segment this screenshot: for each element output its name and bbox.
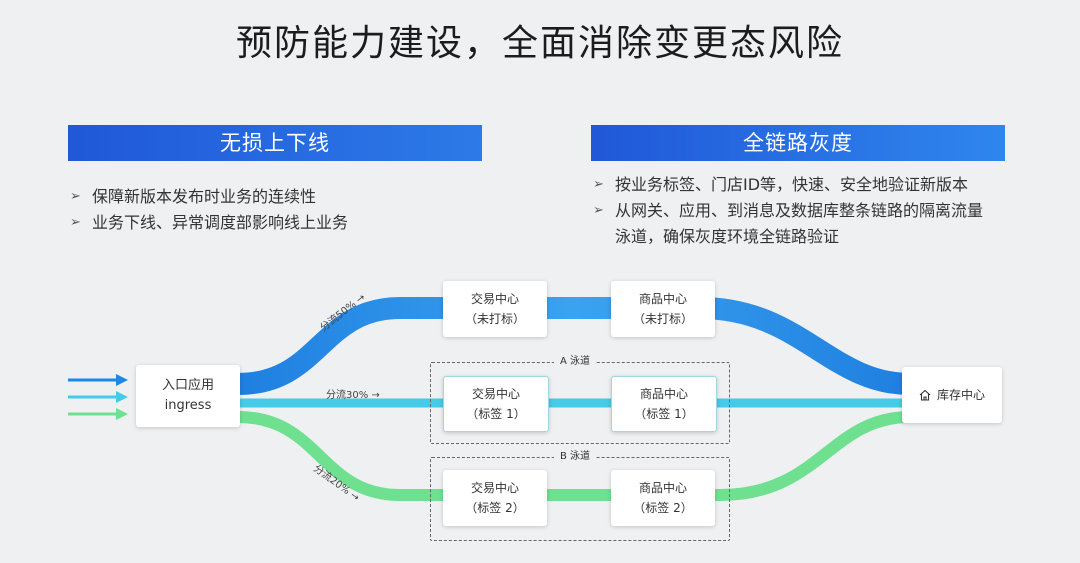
inventory-center-label: 库存中心 (936, 388, 985, 402)
bullet-arrow-icon: ➢ (70, 189, 81, 204)
trade-center-tag2-node[interactable]: 交易中心 （标签 2） (443, 470, 547, 526)
inventory-center-node[interactable]: 库存中心 (902, 367, 1002, 423)
node-title: 交易中心 (471, 387, 520, 401)
ingress-node-title: 入口应用 (161, 378, 214, 393)
node-tag: （未打标） (632, 312, 693, 326)
goods-center-tag1-node[interactable]: 商品中心 （标签 1） (611, 376, 717, 432)
list-item: ➢ 保障新版本发布时业务的连续性 (70, 184, 490, 210)
bullet-text: 从网关、应用、到消息及数据库整条链路的隔离流量 (615, 201, 984, 220)
list-item: ➢ 从网关、应用、到消息及数据库整条链路的隔离流量 泳道，确保灰度环境全链路验证 (593, 198, 1033, 250)
goods-center-tag2-node[interactable]: 商品中心 （标签 2） (611, 470, 715, 526)
page-title: 预防能力建设，全面消除变更态风险 (235, 23, 844, 64)
arrowhead-icon (116, 408, 128, 420)
banner-full-link-gray: 全链路灰度 (591, 125, 1005, 161)
lane-b-label: B 泳道 (554, 451, 597, 463)
split-label-middle: 分流30% → (326, 390, 380, 401)
bullet-text: 按业务标签、门店ID等，快速、安全地验证新版本 (615, 175, 969, 194)
bullet-text: 保障新版本发布时业务的连续性 (92, 187, 317, 206)
arrowhead-icon (116, 391, 128, 403)
bullet-arrow-icon: ➢ (70, 215, 81, 230)
arrowhead-icon (116, 374, 128, 386)
node-tag: （未打标） (464, 312, 525, 326)
trade-center-untagged-node[interactable]: 交易中心 （未打标） (443, 281, 547, 337)
node-title: 商品中心 (638, 481, 687, 495)
bullet-arrow-icon: ➢ (593, 203, 604, 218)
ingress-node[interactable]: 入口应用 ingress (136, 365, 240, 427)
node-tag: （标签 1） (466, 407, 526, 421)
right-bullet-list: ➢ 按业务标签、门店ID等，快速、安全地验证新版本 ➢ 从网关、应用、到消息及数… (593, 172, 1033, 250)
node-title: 交易中心 (470, 292, 519, 306)
lane-a-label: A 泳道 (554, 356, 597, 368)
goods-center-untagged-node[interactable]: 商品中心 （未打标） (611, 281, 715, 337)
node-title: 商品中心 (638, 292, 687, 306)
node-tag: （标签 1） (634, 407, 694, 421)
banner-lossless-online-offline: 无损上下线 (68, 125, 482, 161)
list-item: ➢ 按业务标签、门店ID等，快速、安全地验证新版本 (593, 172, 1033, 198)
route-bottom-green (237, 411, 911, 501)
node-tag: （标签 2） (633, 501, 693, 515)
house-icon (919, 389, 931, 401)
ingress-node-subtitle: ingress (164, 398, 212, 413)
bullet-text: 业务下线、异常调度部影响线上业务 (92, 213, 349, 232)
incoming-arrows (68, 374, 128, 420)
left-bullet-list: ➢ 保障新版本发布时业务的连续性 ➢ 业务下线、异常调度部影响线上业务 (70, 184, 490, 236)
trade-center-tag1-node[interactable]: 交易中心 （标签 1） (443, 376, 549, 432)
node-title: 交易中心 (470, 481, 519, 495)
bullet-arrow-icon: ➢ (593, 177, 604, 192)
bullet-text-continued: 泳道，确保灰度环境全链路验证 (615, 227, 840, 246)
list-item: ➢ 业务下线、异常调度部影响线上业务 (70, 210, 490, 236)
node-tag: （标签 2） (465, 501, 525, 515)
node-title: 商品中心 (639, 387, 688, 401)
